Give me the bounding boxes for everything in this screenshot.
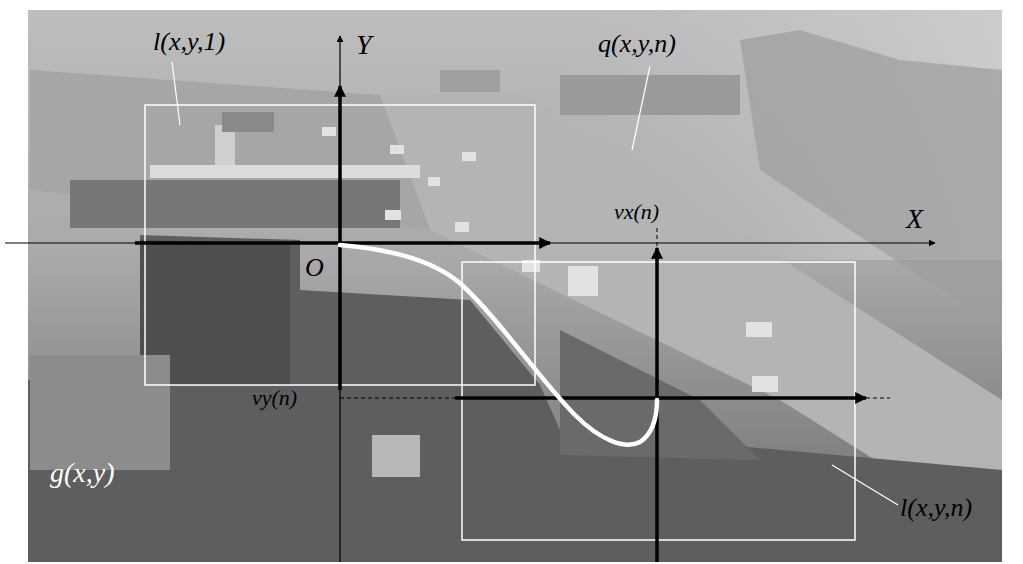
leader-line bbox=[632, 66, 650, 150]
dashed-guide bbox=[340, 398, 455, 399]
dashed-guide bbox=[657, 228, 658, 246]
frame-label: l(x,y,n) bbox=[900, 494, 972, 523]
trees-right bbox=[740, 30, 1002, 330]
trees bbox=[28, 235, 1002, 562]
dashed-guide bbox=[866, 398, 890, 399]
axis-label: Y bbox=[356, 30, 372, 61]
trajectory-curve bbox=[340, 245, 657, 445]
coordinate-label: νx(n) bbox=[614, 200, 659, 224]
station-sign bbox=[222, 112, 274, 132]
far-buildings bbox=[440, 70, 500, 92]
frame-y-axis bbox=[338, 86, 342, 390]
bridge bbox=[560, 330, 760, 460]
origin-label: O bbox=[305, 254, 324, 283]
background-label: g(x,y) bbox=[50, 458, 115, 489]
image-label: q(x,y,n) bbox=[598, 30, 676, 59]
building bbox=[30, 355, 170, 470]
x-axis bbox=[5, 242, 935, 243]
photo-background bbox=[28, 10, 1002, 562]
frame-x-axis bbox=[455, 396, 866, 400]
y-axis bbox=[339, 36, 340, 562]
station-building bbox=[70, 180, 400, 228]
coordinate-label: νy(n) bbox=[252, 386, 297, 410]
frame-label: l(x,y,1) bbox=[153, 28, 225, 57]
cars bbox=[322, 127, 778, 392]
sign-board bbox=[372, 435, 420, 477]
station-canopy bbox=[150, 165, 420, 178]
leader-line bbox=[832, 465, 898, 505]
field bbox=[30, 70, 430, 230]
leader-line bbox=[172, 62, 180, 125]
axis-label: X bbox=[906, 204, 923, 235]
far-buildings bbox=[560, 75, 740, 115]
